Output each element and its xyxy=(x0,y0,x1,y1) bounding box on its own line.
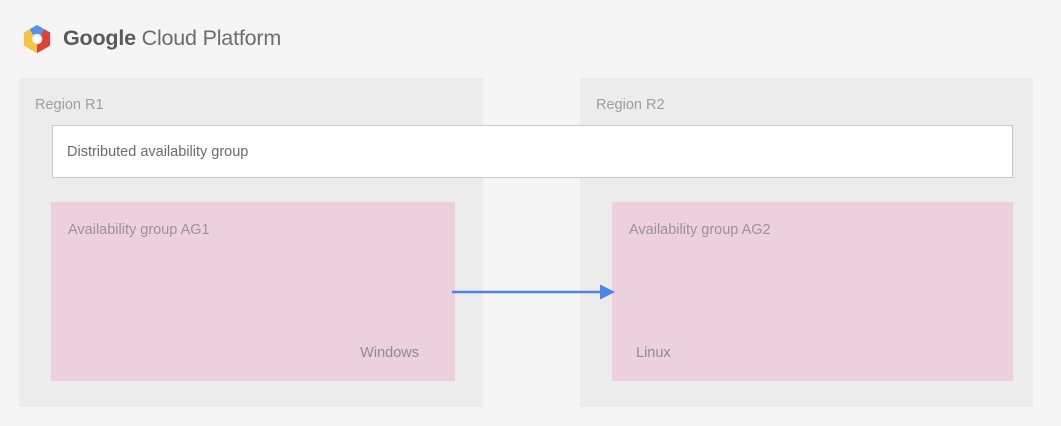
distributed-availability-group-box: Distributed availability group xyxy=(52,125,1013,178)
availability-group-title-ag1: Availability group AG1 xyxy=(68,222,210,238)
os-label-windows: Windows xyxy=(360,345,419,361)
brand-wordmark: Google Cloud Platform xyxy=(63,28,281,50)
google-cloud-platform-hexagon-logo-icon xyxy=(23,24,51,54)
region-label-r1: Region R1 xyxy=(35,97,104,113)
availability-group-title-ag2: Availability group AG2 xyxy=(629,222,771,238)
distributed-availability-group-label: Distributed availability group xyxy=(67,143,249,160)
os-label-linux: Linux xyxy=(636,345,671,361)
brand-name-google: Google xyxy=(63,26,136,51)
google-cloud-platform-brand: Google Cloud Platform xyxy=(22,18,281,60)
availability-group-box-ag1: Availability group AG1 Windows xyxy=(51,202,455,381)
availability-group-box-ag2: Availability group AG2 Linux xyxy=(612,202,1013,381)
brand-name-cloud-platform: Cloud Platform xyxy=(141,26,282,51)
region-label-r2: Region R2 xyxy=(596,97,665,113)
